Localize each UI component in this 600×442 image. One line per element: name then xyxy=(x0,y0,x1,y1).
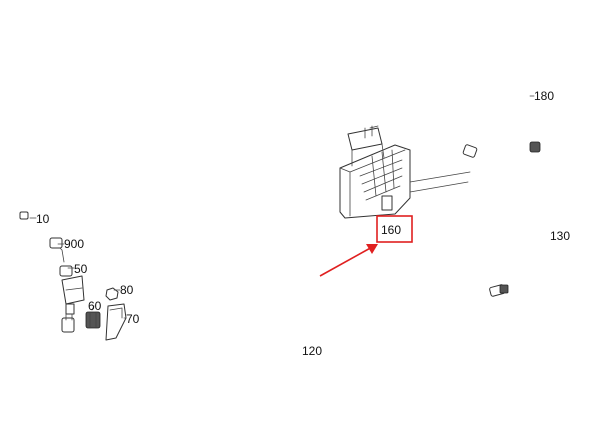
highlight-arrow xyxy=(319,245,375,277)
label-part-900[interactable]: 900 xyxy=(64,237,84,251)
nut-80 xyxy=(105,287,119,301)
leader-lines xyxy=(29,95,535,319)
hose-120 xyxy=(68,290,494,374)
label-part-10[interactable]: 10 xyxy=(36,212,50,226)
label-part-130[interactable]: 130 xyxy=(550,229,570,243)
label-part-180[interactable]: 180 xyxy=(534,89,554,103)
label-part-50[interactable]: 50 xyxy=(74,262,88,276)
highlight-160 xyxy=(319,215,413,277)
hose-connector xyxy=(489,284,509,297)
clip-60 xyxy=(85,311,101,329)
part-labels: 10 50 60 70 80 120 130 160 180 900 xyxy=(36,89,570,358)
label-part-160[interactable]: 160 xyxy=(381,223,401,237)
label-part-60[interactable]: 60 xyxy=(88,299,102,313)
bracket-70 xyxy=(105,303,127,341)
canister-160 xyxy=(339,125,471,219)
label-part-70[interactable]: 70 xyxy=(126,312,140,326)
valve-50 xyxy=(49,237,85,333)
label-part-80[interactable]: 80 xyxy=(120,283,134,297)
hose-180 xyxy=(426,88,541,158)
highlight-box xyxy=(376,215,413,243)
label-part-120[interactable]: 120 xyxy=(302,344,322,358)
hose-10 xyxy=(19,211,68,294)
hose-130 xyxy=(478,148,542,290)
highlight-arrow-head xyxy=(366,244,378,254)
